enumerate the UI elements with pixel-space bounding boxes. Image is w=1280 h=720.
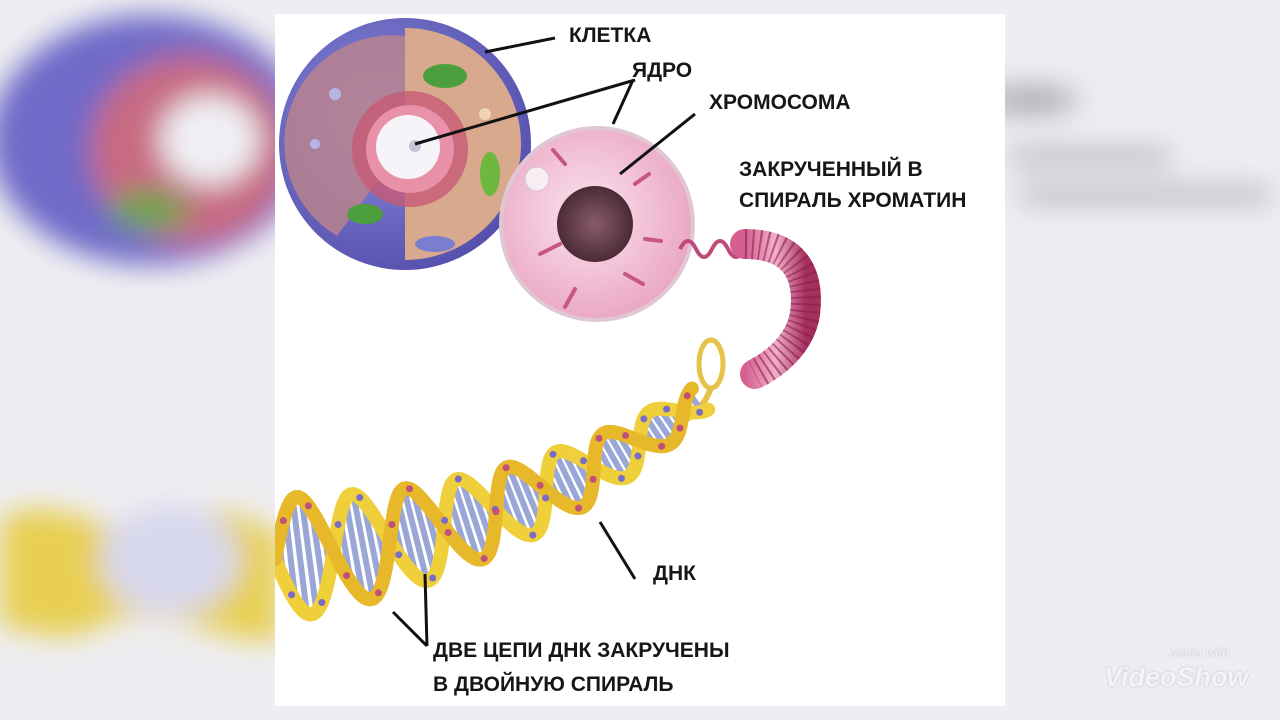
dna-backbone-dot (480, 555, 488, 563)
dna-backbone-dot (529, 531, 537, 539)
dna-base-pair (350, 493, 377, 600)
dna-backbone-dot (288, 591, 296, 599)
cell-illustration (279, 18, 531, 270)
watermark-small-text: Made with (1170, 645, 1230, 660)
chromatin-label-line2: СПИРАЛЬ ХРОМАТИН (739, 189, 967, 212)
dna-backbone-dot (374, 589, 382, 597)
dna-backbone-dot (663, 405, 671, 413)
dna-backbone-dot (536, 481, 544, 489)
dna-backbone-dot (549, 450, 557, 458)
dna-backbone-dot (589, 475, 597, 483)
dna-base-pair (552, 451, 585, 509)
label-pointer-lines (391, 36, 696, 648)
dna-backbone-dot (676, 424, 684, 432)
double-helix-label-line2: В ДВОЙНУЮ СПИРАЛЬ (433, 673, 674, 696)
dna-backbone-dot (683, 392, 691, 400)
dna-backbone-dot (492, 508, 500, 516)
chromatin-coil (678, 229, 821, 422)
dna-base-pair (505, 465, 539, 536)
dna-backbone-dot (622, 431, 630, 439)
dna-backbone-dot (395, 551, 403, 559)
dna-backbone-dot (279, 517, 287, 525)
dna-backbone-dot (634, 452, 642, 460)
dna-base-pair (289, 498, 310, 614)
dna-backbone-dot (343, 572, 351, 580)
cell-label: КЛЕТКА (569, 24, 652, 47)
videoshow-watermark: Made with VideoShow (1104, 644, 1264, 692)
chromatin-label-line1: ЗАКРУЧЕННЫЙ В (739, 158, 923, 181)
cell-to-dna-illustration (275, 18, 821, 648)
dna-backbone-dot (318, 599, 326, 607)
dna-backbone-dot (406, 485, 414, 493)
dna-backbone-dot (334, 520, 342, 528)
dna-label: ДНК (653, 562, 696, 585)
dna-base-pair (298, 498, 320, 612)
dna-double-helix (275, 381, 716, 622)
watermark-brand-text: VideoShow (1104, 662, 1249, 692)
dna-backbone-dot (304, 502, 312, 510)
dna-backbone-dot (441, 516, 449, 524)
dna-backbone-dot (579, 457, 587, 465)
dna-base-pair (342, 498, 366, 598)
dna-base-pair (458, 478, 490, 558)
dna-base-pair (598, 434, 628, 480)
dna-backbone-dot (454, 475, 462, 483)
dna-backbone-dot (429, 574, 437, 582)
nucleus-illustration (499, 126, 695, 322)
dna-base-pair (400, 487, 430, 582)
dna-backbone-dot (640, 415, 648, 423)
dna-backbone-dot (595, 434, 603, 442)
dna-base-pair (450, 480, 481, 561)
dna-backbone-dot (658, 442, 666, 450)
dna-backbone-dot (388, 521, 396, 529)
dna-backbone-dot (617, 474, 625, 482)
dna-base-pair (410, 489, 438, 576)
dna-backbone-dot (444, 528, 452, 536)
dna-backbone-dot (542, 494, 550, 502)
dna-backbone-dot (575, 504, 583, 512)
chromosome-label: ХРОМОСОМА (709, 91, 851, 114)
diagram-panel: КЛЕТКА ЯДРО ХРОМОСОМА ЗАКРУЧЕННЫЙ В СПИР… (275, 14, 1005, 706)
dna-backbone-dot (696, 408, 704, 416)
dna-backbone-dot (356, 494, 364, 502)
dna-base-pair (499, 471, 530, 536)
dna-backbone-dot (502, 464, 510, 472)
double-helix-label-line1: ДВЕ ЦЕПИ ДНК ЗАКРУЧЕНЫ (433, 639, 730, 662)
nucleus-label: ЯДРО (632, 59, 693, 82)
